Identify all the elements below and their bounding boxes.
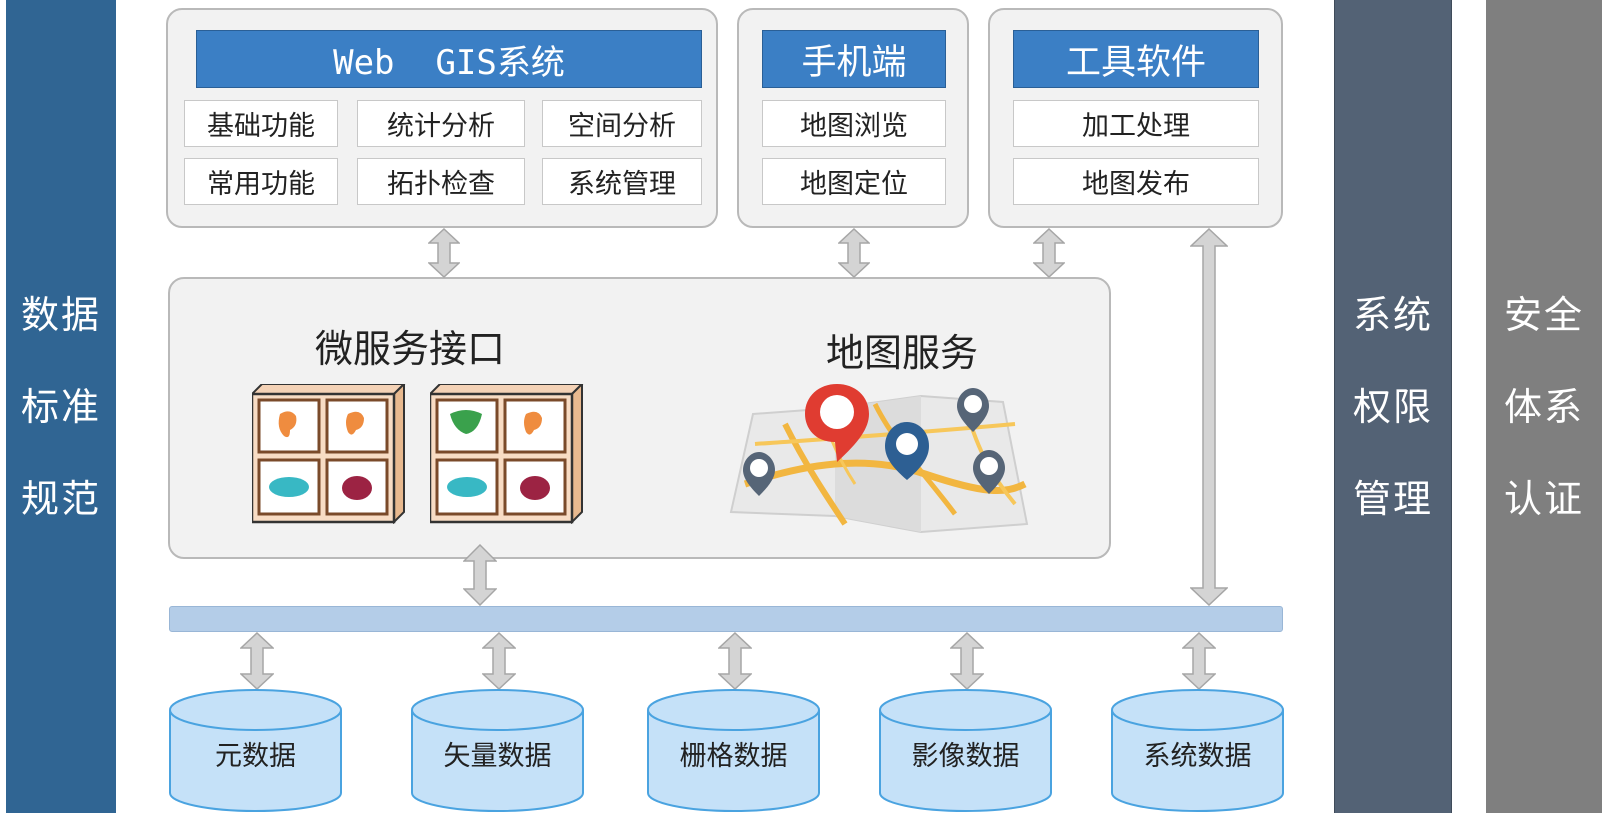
data-bus [169, 606, 1283, 632]
database-cylinder-icon [411, 689, 584, 812]
database-metadata: 元数据 [168, 688, 343, 813]
database-cylinder-icon [169, 689, 342, 812]
system-permission-banner: 系统 权限 管理 [1334, 0, 1452, 813]
tools-title: 工具软件 [1013, 30, 1259, 88]
webgis-cell-common: 常用功能 [184, 158, 338, 205]
double-arrow-icon [240, 632, 274, 690]
microservice-cabinet-icon [252, 384, 406, 524]
double-arrow-icon [463, 544, 497, 606]
database-label: 影像数据 [911, 741, 1020, 772]
double-arrow-icon [428, 228, 460, 278]
banner-line: 认证 [1503, 476, 1584, 521]
double-arrow-icon [950, 632, 984, 690]
data-standard-banner: 数据 标准 规范 [6, 0, 116, 813]
database-raster: 栅格数据 [646, 688, 821, 813]
banner-line: 权限 [1352, 384, 1433, 429]
webgis-cell-spatial: 空间分析 [542, 100, 702, 147]
webgis-cell-statistics: 统计分析 [357, 100, 525, 147]
map-service-title: 地图服务 [826, 331, 979, 375]
tools-cell-publish: 地图发布 [1013, 158, 1259, 205]
banner-line: 管理 [1352, 476, 1433, 521]
database-cylinder-icon [879, 689, 1052, 812]
webgis-cell-system: 系统管理 [542, 158, 702, 205]
mobile-cell-browse: 地图浏览 [762, 100, 946, 147]
banner-line: 规范 [20, 476, 101, 521]
database-label: 矢量数据 [443, 741, 552, 772]
banner-line: 体系 [1503, 384, 1584, 429]
mobile-title: 手机端 [762, 30, 946, 88]
tools-cell-processing: 加工处理 [1013, 100, 1259, 147]
database-vector: 矢量数据 [410, 688, 585, 813]
banner-line: 系统 [1352, 292, 1433, 337]
double-arrow-icon [1182, 632, 1216, 690]
mobile-cell-locate: 地图定位 [762, 158, 946, 205]
banner-line: 安全 [1503, 292, 1584, 337]
security-certification-banner: 安全 体系 认证 [1486, 0, 1602, 813]
database-label: 元数据 [215, 741, 296, 772]
double-arrow-icon [1033, 228, 1065, 278]
database-system: 系统数据 [1110, 688, 1285, 813]
microservice-cabinet-icon [430, 384, 584, 524]
database-cylinder-icon [1111, 689, 1284, 812]
webgis-title: Web GIS系统 [196, 30, 702, 88]
database-label: 系统数据 [1143, 741, 1252, 772]
database-imagery: 影像数据 [878, 688, 1053, 813]
webgis-cell-basic: 基础功能 [184, 100, 338, 147]
double-arrow-icon [838, 228, 870, 278]
database-label: 栅格数据 [679, 741, 788, 772]
banner-line: 数据 [20, 292, 101, 337]
double-arrow-icon [718, 632, 752, 690]
banner-line: 标准 [20, 384, 101, 429]
database-cylinder-icon [647, 689, 820, 812]
webgis-cell-topology: 拓扑检查 [357, 158, 525, 205]
double-arrow-icon [482, 632, 516, 690]
map-service-icon [729, 384, 1029, 534]
microservice-title: 微服务接口 [315, 327, 506, 371]
double-arrow-icon [1190, 228, 1228, 606]
